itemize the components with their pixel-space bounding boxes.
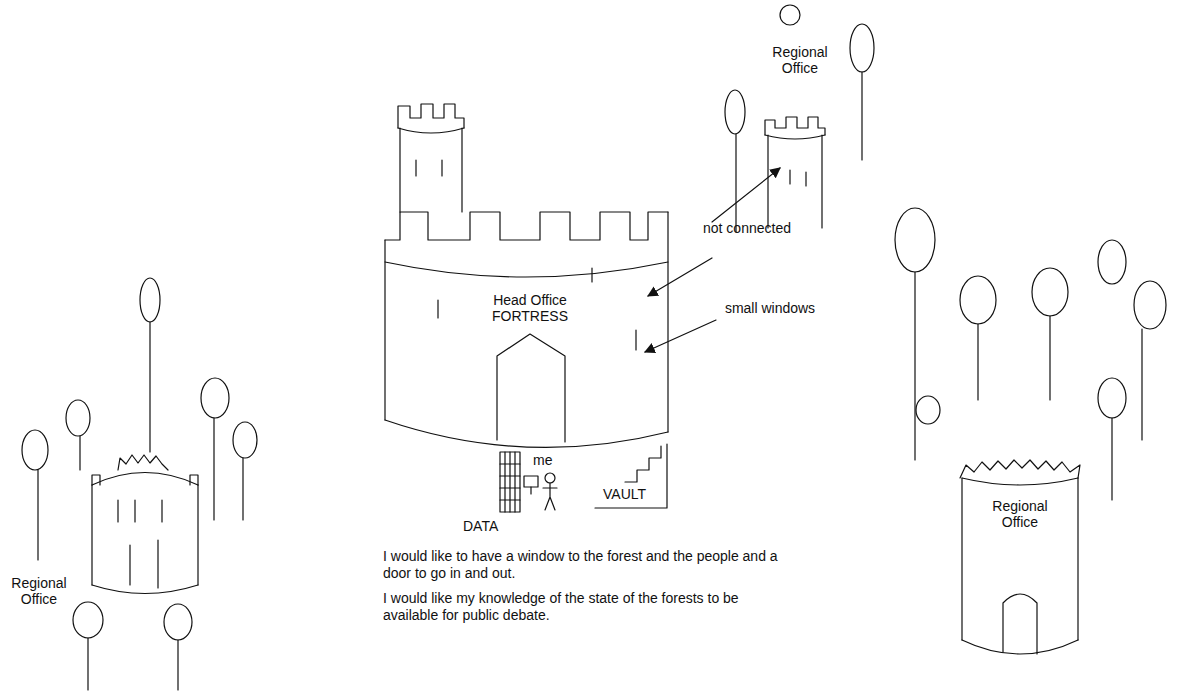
sketch-stroke: [461, 128, 462, 212]
office-name: Regional Office: [765, 44, 835, 76]
sketch-stroke: [1077, 478, 1078, 640]
vault-label: VAULT: [603, 486, 646, 503]
sketch-stroke: [497, 334, 565, 442]
sketch-stroke: [765, 117, 825, 135]
regional-office-tower: Regional Office: [740, 38, 855, 238]
sketch-stroke: [161, 500, 162, 522]
sketch-stroke: [134, 500, 135, 522]
sketch-stroke: [157, 540, 158, 588]
sketch-stroke: [635, 330, 636, 350]
sketch-stroke: [962, 478, 1078, 485]
sketch-stroke: [961, 478, 962, 640]
sketch-stroke: [91, 485, 92, 585]
sketch-stroke: [591, 268, 592, 282]
sketch-stroke: [399, 128, 400, 212]
sketch-stroke: [441, 160, 442, 176]
sketch-stroke: [667, 212, 668, 432]
note-label: not connected: [702, 220, 792, 237]
tower-outline: [955, 455, 1085, 670]
sketch-stroke: [1003, 594, 1037, 654]
sketch-stroke: [118, 455, 168, 470]
sketch-stroke: [92, 473, 198, 486]
wish-text: I would like to have a window to the for…: [383, 548, 778, 582]
vault-drawing: [500, 444, 667, 512]
tower-outline: [380, 95, 680, 450]
head-office-fortress: Head Office FORTRESS: [380, 95, 680, 450]
trees: [22, 5, 1166, 690]
regional-office-tower: Regional Office: [955, 455, 1085, 670]
sketch-stroke: [789, 170, 790, 184]
sketch-stroke: [385, 212, 668, 240]
sketch-stroke: [92, 585, 198, 594]
sketch-stroke: [962, 640, 1078, 654]
sketch-stroke: [398, 128, 464, 133]
sketch-stroke: [821, 135, 822, 228]
sketch-stroke: [197, 485, 198, 585]
sketch-stroke: [384, 240, 385, 420]
sketch-stroke: [437, 300, 438, 318]
sketch-stroke: [190, 475, 198, 485]
sketch-stroke: [765, 135, 825, 139]
sketch-stroke: [117, 500, 118, 522]
leader-arrows: [645, 168, 780, 352]
regional-office-tower: Regional Office: [0, 445, 215, 635]
sketch-stroke: [415, 160, 416, 176]
wish-text: I would like my knowledge of the state o…: [383, 590, 778, 624]
sketch-stroke: [129, 545, 130, 585]
office-name: Regional Office: [4, 575, 74, 607]
sketch-stroke: [960, 460, 1080, 478]
sketch-stroke: [385, 262, 668, 277]
sketch-stroke: [398, 104, 464, 128]
sketch-stroke: [767, 135, 768, 228]
data-label: DATA: [463, 518, 498, 535]
sketch-stroke: [92, 475, 100, 485]
office-name: Regional Office: [985, 498, 1055, 530]
callout-label: small windows: [720, 300, 820, 317]
person-label: me: [533, 452, 552, 469]
sketch-stroke: [385, 420, 668, 447]
sketch-stroke: [805, 172, 806, 186]
office-name: Head Office FORTRESS: [468, 292, 592, 324]
